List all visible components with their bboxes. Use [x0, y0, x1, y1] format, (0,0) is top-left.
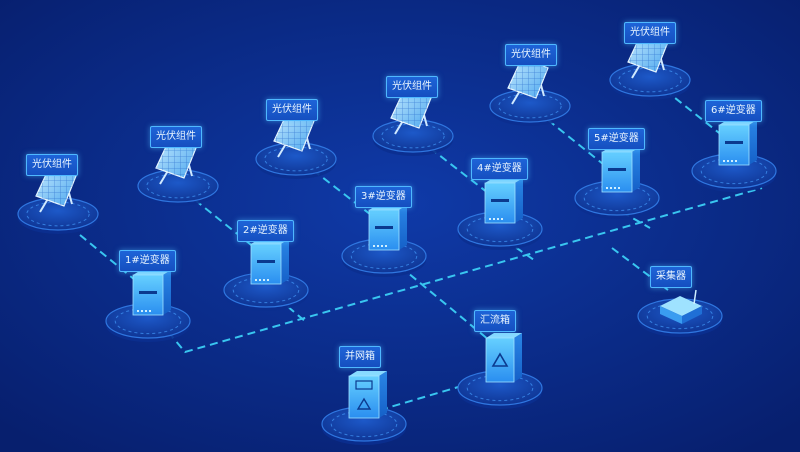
pv2-label: 光伏组件	[150, 126, 202, 148]
inv4-icon	[484, 178, 523, 224]
link-pv4-inv4	[429, 147, 493, 197]
pv2-panel-icon	[155, 137, 197, 185]
pv5-panel-icon	[507, 57, 549, 105]
collector-icon	[660, 289, 702, 324]
combiner-label: 汇流箱	[474, 310, 516, 332]
pv6-platform	[609, 63, 691, 100]
inv3-label: 3#逆变器	[355, 186, 412, 208]
pv2-platform	[137, 169, 219, 206]
pv5-label: 光伏组件	[505, 44, 557, 66]
combiner-icon	[485, 333, 522, 383]
pv3-panel-icon	[273, 110, 315, 158]
pv3-label: 光伏组件	[266, 99, 318, 121]
pv5-platform	[489, 89, 571, 126]
inv5-label: 5#逆变器	[588, 128, 645, 150]
pv4-platform	[372, 119, 454, 156]
inv3-icon	[368, 205, 407, 251]
grid-box-icon	[348, 371, 387, 419]
grid-box-platform	[321, 406, 407, 445]
pv4-panel-icon	[390, 87, 432, 135]
collector-label: 采集器	[650, 266, 692, 288]
pv1-platform	[17, 197, 99, 234]
pv3-platform	[255, 142, 337, 179]
link-pv3-inv3	[312, 169, 376, 219]
link-inv2-trunk	[267, 289, 307, 323]
pv4-label: 光伏组件	[386, 76, 438, 98]
inv2-icon	[250, 239, 289, 285]
inv4-label: 4#逆变器	[471, 158, 528, 180]
inv5-icon	[601, 147, 640, 193]
inv6-label: 6#逆变器	[705, 100, 762, 122]
inv1-label: 1#逆变器	[119, 250, 176, 272]
inv4-platform	[457, 211, 543, 250]
inv2-label: 2#逆变器	[237, 220, 294, 242]
pv6-label: 光伏组件	[624, 22, 676, 44]
link-grid-combiner	[379, 384, 466, 411]
pv1-label: 光伏组件	[26, 154, 78, 176]
link-pv6-inv6	[664, 89, 729, 141]
inv1-icon	[132, 270, 171, 316]
combiner-platform	[457, 370, 543, 409]
pv1-panel-icon	[35, 165, 77, 213]
grid-box-label: 并网箱	[339, 346, 381, 368]
inv5-platform	[574, 180, 660, 219]
inv6-platform	[691, 153, 777, 192]
link-inv3-combiner	[389, 257, 496, 346]
inv6-icon	[718, 120, 757, 166]
link-pv1-inv1	[79, 234, 136, 281]
